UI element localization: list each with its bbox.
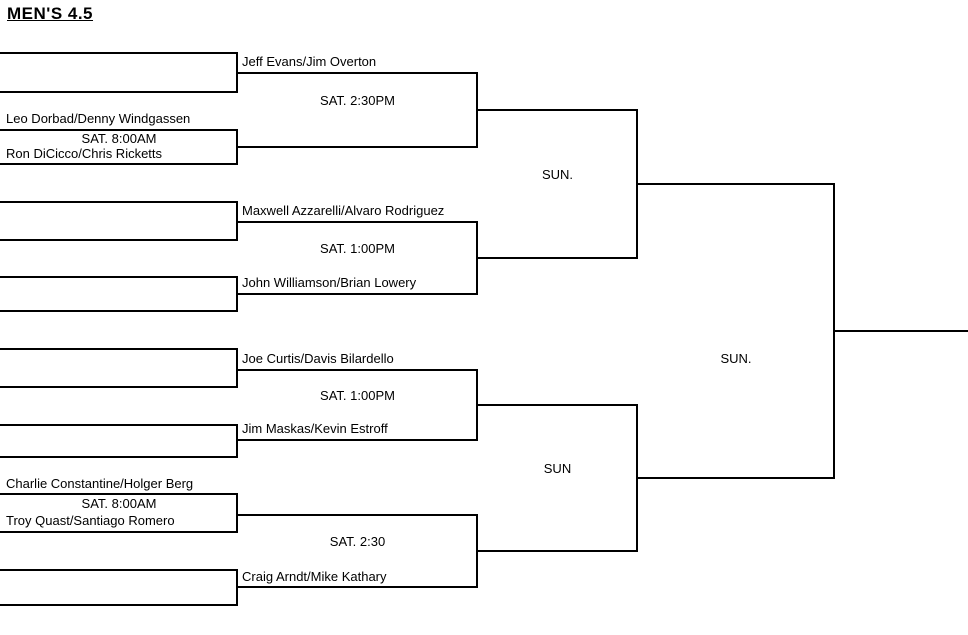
round1-slot9-line — [0, 348, 238, 350]
qf4-top-line — [237, 514, 478, 516]
champion-line — [834, 330, 968, 332]
qf4-time: SAT. 2:30 — [329, 534, 386, 549]
qf3-top-line — [237, 369, 478, 371]
qf2-top-line — [237, 221, 478, 223]
qf4-team-bottom: Craig Arndt/Mike Kathary — [242, 569, 387, 584]
sf1-top-line — [477, 109, 638, 111]
qf2-time: SAT. 1:00PM — [320, 241, 395, 256]
page-title: MEN'S 4.5 — [7, 4, 94, 23]
qf2-team-bottom: John Williamson/Brian Lowery — [242, 275, 417, 290]
sf1-time: SUN. — [541, 167, 574, 182]
final-top-line — [637, 183, 835, 185]
round1-match2-team-top: Leo Dorbad/Denny Windgassen — [6, 111, 191, 126]
round1-slot3-line — [0, 129, 238, 131]
round1-slot2-line — [0, 91, 238, 93]
round1-match7-team-top: Charlie Constantine/Holger Berg — [6, 476, 194, 491]
qf3-time: SAT. 1:00PM — [320, 388, 395, 403]
round1-match5-connector — [236, 348, 238, 388]
round1-match6-connector — [236, 424, 238, 458]
final-time: SUN. — [720, 351, 752, 366]
qf2-bottom-line — [237, 293, 478, 295]
round1-slot10-line — [0, 386, 238, 388]
round1-slot16-line — [0, 604, 238, 606]
qf3-team-bottom: Jim Maskas/Kevin Estroff — [242, 421, 388, 436]
sf1-bottom-line — [477, 257, 638, 259]
sf2-time: SUN — [543, 461, 572, 476]
round1-match7-connector — [236, 493, 238, 533]
round1-slot5-line — [0, 201, 238, 203]
round1-match7-time: SAT. 8:00AM — [81, 496, 157, 511]
qf1-time: SAT. 2:30PM — [320, 93, 395, 108]
round1-slot12-line — [0, 456, 238, 458]
qf1-team-top: Jeff Evans/Jim Overton — [242, 54, 377, 69]
round1-slot11-line — [0, 424, 238, 426]
round1-slot8-line — [0, 310, 238, 312]
qf1-bottom-line — [237, 146, 478, 148]
round1-slot4-line — [0, 163, 238, 165]
sf2-bottom-line — [477, 550, 638, 552]
round1-match7-team-bottom: Troy Quast/Santiago Romero — [6, 513, 175, 528]
round1-slot14-line — [0, 531, 238, 533]
round1-slot13-line — [0, 493, 238, 495]
qf3-bottom-line — [237, 439, 478, 441]
qf2-team-top: Maxwell Azzarelli/Alvaro Rodriguez — [242, 203, 445, 218]
final-bottom-line — [637, 477, 835, 479]
round1-slot7-line — [0, 276, 238, 278]
round1-match2-time: SAT. 8:00AM — [81, 131, 157, 146]
qf1-top-line — [237, 72, 478, 74]
qf3-team-top: Joe Curtis/Davis Bilardello — [242, 351, 394, 366]
round1-slot15-line — [0, 569, 238, 571]
round1-slot1-line — [0, 52, 238, 54]
round1-slot6-line — [0, 239, 238, 241]
sf2-top-line — [477, 404, 638, 406]
qf4-bottom-line — [237, 586, 478, 588]
round1-match2-team-bottom: Ron DiCicco/Chris Ricketts — [6, 146, 163, 161]
